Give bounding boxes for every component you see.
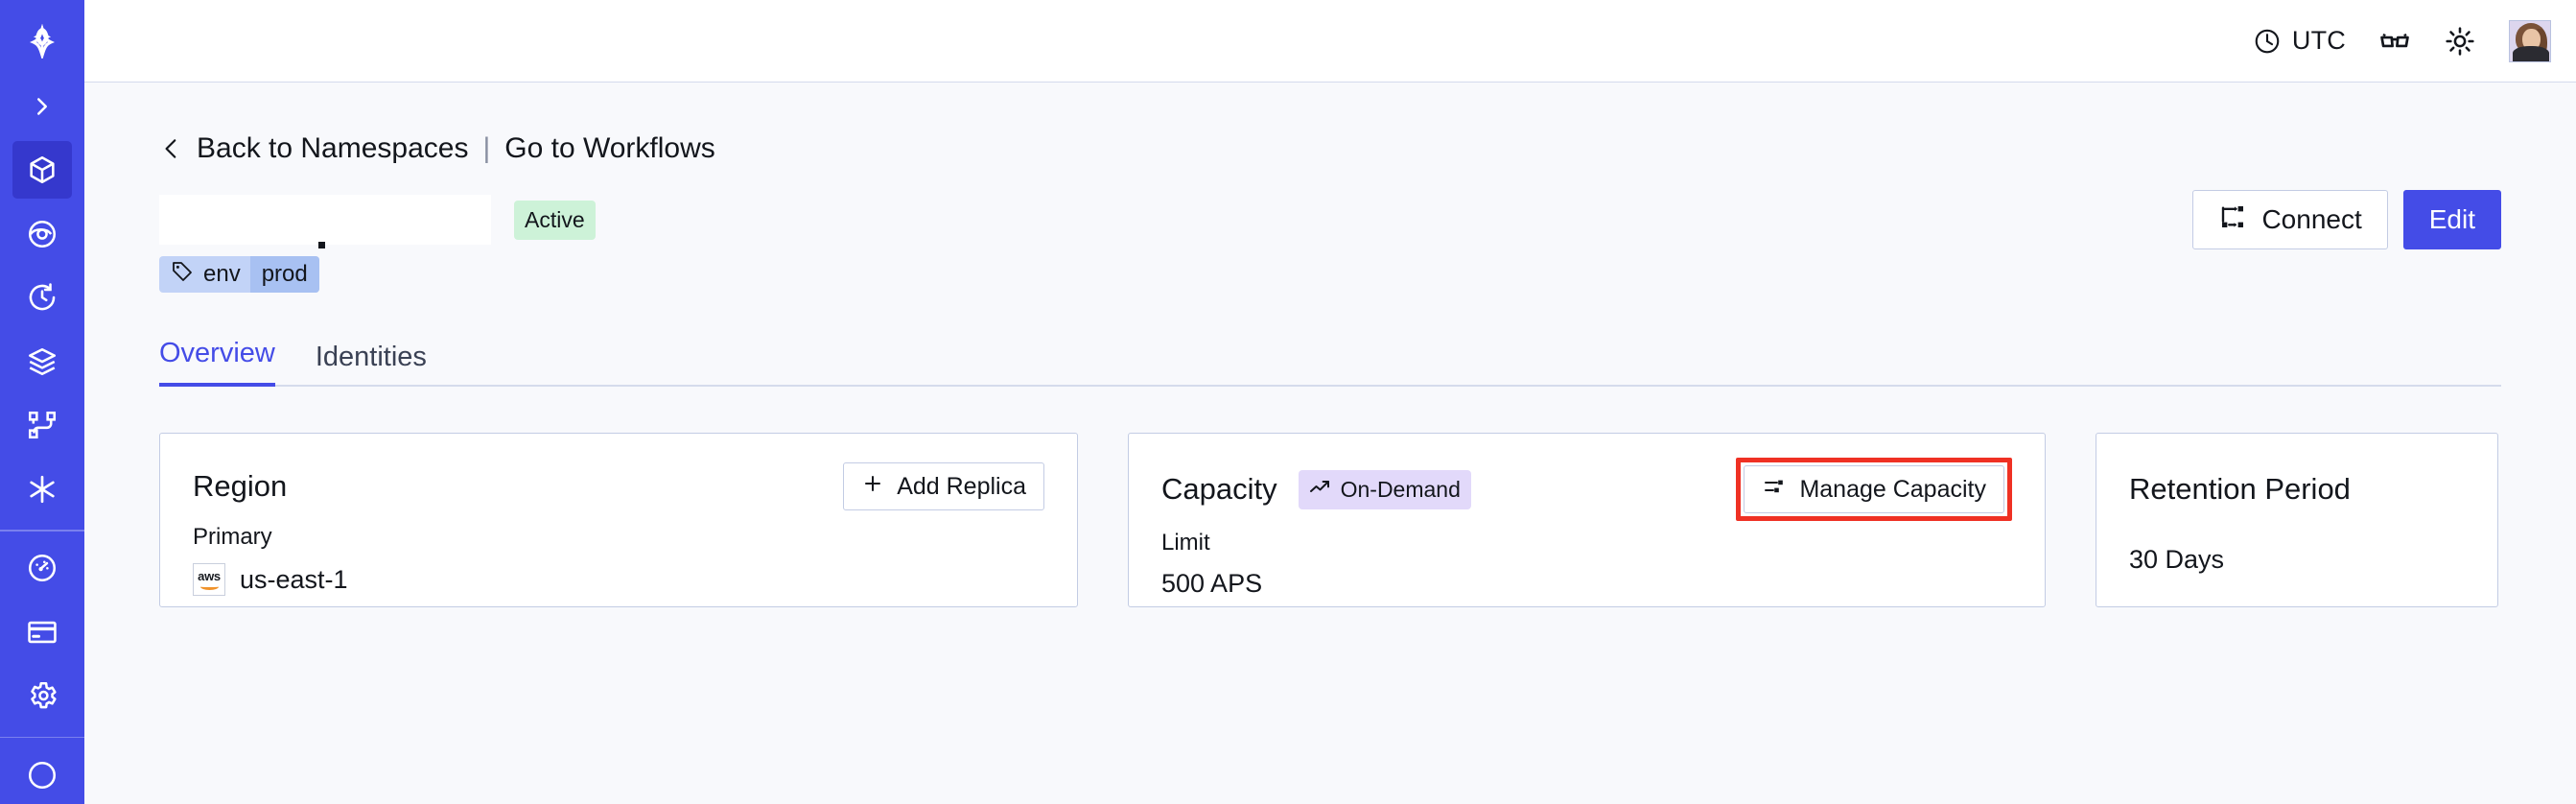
tag-list: env prod (159, 256, 2501, 296)
region-primary-label: Primary (193, 524, 272, 550)
tag-key-label: env (203, 261, 241, 287)
tab-overview[interactable]: Overview (159, 338, 275, 387)
breadcrumb: Back to Namespaces | Go to Workflows (159, 128, 2501, 170)
status-badge: Active (514, 200, 596, 240)
glasses-icon[interactable] (2378, 25, 2411, 58)
sidebar-item-billing[interactable] (12, 603, 72, 662)
sidebar-item-batch-operations[interactable] (12, 332, 72, 390)
edit-button[interactable]: Edit (2402, 190, 2501, 249)
manage-capacity-label: Manage Capacity (1799, 475, 1986, 503)
aws-icon: aws (193, 563, 225, 596)
temporal-star-logo-icon[interactable] (12, 10, 72, 71)
clock-icon (2253, 27, 2282, 56)
namespace-tag[interactable]: env prod (159, 256, 319, 293)
plus-icon (861, 472, 884, 502)
trend-up-arrow-icon (1309, 477, 1332, 503)
connect-nodes-icon (2218, 202, 2247, 238)
sidebar-item-usage[interactable] (12, 539, 72, 598)
tag-icon (171, 260, 194, 290)
region-card: Region Add Replica Primary (159, 433, 1078, 607)
overview-cards: Region Add Replica Primary (159, 433, 2501, 607)
sidebar-item-workflows[interactable] (12, 396, 72, 455)
sidebar-item-observability[interactable] (12, 204, 72, 263)
region-value-row: aws us-east-1 (193, 563, 1044, 596)
sidebar-item-namespaces[interactable] (12, 140, 72, 200)
add-replica-button[interactable]: Add Replica (843, 462, 1044, 510)
sliders-icon (1762, 475, 1787, 505)
page-header: Active (159, 190, 2501, 249)
capacity-card: Capacity On-Demand (1128, 433, 2046, 607)
capacity-card-header: Capacity On-Demand (1161, 458, 2012, 521)
header-actions: Connect Edit (2192, 190, 2501, 249)
top-bar: UTC (84, 0, 2576, 83)
tag-value-label: prod (249, 256, 319, 293)
capacity-limit-label: Limit (1161, 530, 1210, 556)
top-bar-actions: UTC (2253, 19, 2551, 62)
breadcrumb-workflows-link[interactable]: Go to Workflows (504, 132, 715, 164)
retention-card-header: Retention Period (2129, 462, 2465, 516)
main-area: UTC (84, 0, 2576, 804)
timezone-label: UTC (2291, 26, 2346, 55)
page-content: Back to Namespaces | Go to Workflows Act… (84, 83, 2576, 804)
region-card-header: Region Add Replica (193, 462, 1044, 510)
timezone-selector[interactable]: UTC (2253, 26, 2346, 56)
capacity-limit-value: 500 APS (1161, 569, 1263, 598)
region-card-title: Region (193, 469, 288, 503)
capacity-card-title: Capacity (1161, 472, 1277, 506)
breadcrumb-back-link[interactable]: Back to Namespaces (197, 132, 469, 164)
sidebar-item-help[interactable] (12, 745, 72, 804)
avatar[interactable] (2509, 19, 2551, 62)
primary-sidebar (0, 0, 84, 804)
tab-identities[interactable]: Identities (315, 342, 427, 372)
aws-icon-text: aws (198, 568, 221, 583)
connect-button[interactable]: Connect (2192, 190, 2388, 249)
chevron-left-icon[interactable] (159, 132, 184, 165)
breadcrumb-separator: | (482, 132, 491, 164)
sun-icon[interactable] (2444, 25, 2476, 58)
region-value: us-east-1 (240, 564, 348, 594)
sidebar-item-expand[interactable] (12, 77, 72, 135)
retention-value: 30 Days (2129, 545, 2225, 574)
aws-icon-swoosh (199, 583, 219, 590)
tab-bar: Overview Identities (159, 331, 2501, 387)
sidebar-item-settings[interactable] (12, 667, 72, 725)
manage-capacity-button[interactable]: Manage Capacity (1744, 465, 2004, 513)
edit-button-label: Edit (2428, 204, 2475, 234)
add-replica-label: Add Replica (897, 472, 1026, 500)
sidebar-item-nexus[interactable] (12, 461, 72, 519)
sidebar-divider-1 (0, 530, 84, 532)
on-demand-badge: On-Demand (1298, 469, 1471, 509)
sidebar-item-schedules[interactable] (12, 269, 72, 327)
retention-period-card: Retention Period 30 Days (2096, 433, 2498, 607)
retention-card-title: Retention Period (2129, 472, 2351, 506)
on-demand-badge-label: On-Demand (1340, 476, 1461, 502)
tag-key-group: env (159, 256, 250, 293)
page-title (159, 195, 491, 248)
connect-button-label: Connect (2261, 204, 2362, 234)
manage-capacity-highlight: Manage Capacity (1736, 458, 2012, 521)
sidebar-divider-2 (0, 736, 84, 739)
